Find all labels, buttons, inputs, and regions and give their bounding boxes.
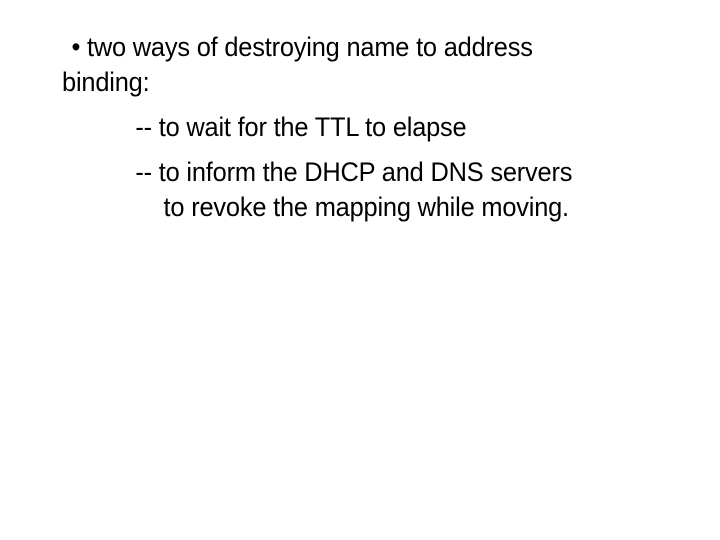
body-line-4: -- to inform the DHCP and DNS servers	[135, 157, 573, 187]
body-line-3: -- to wait for the TTL to elapse	[135, 112, 467, 142]
body-line-1: • two ways of destroying name to address	[71, 32, 533, 62]
slide-body-text: • two ways of destroying name to address…	[0, 30, 720, 225]
line-spacer-2	[0, 145, 720, 155]
body-line-2: binding:	[62, 67, 150, 97]
body-line-5: to revoke the mapping while moving.	[163, 192, 570, 222]
line-spacer-1	[0, 100, 720, 110]
